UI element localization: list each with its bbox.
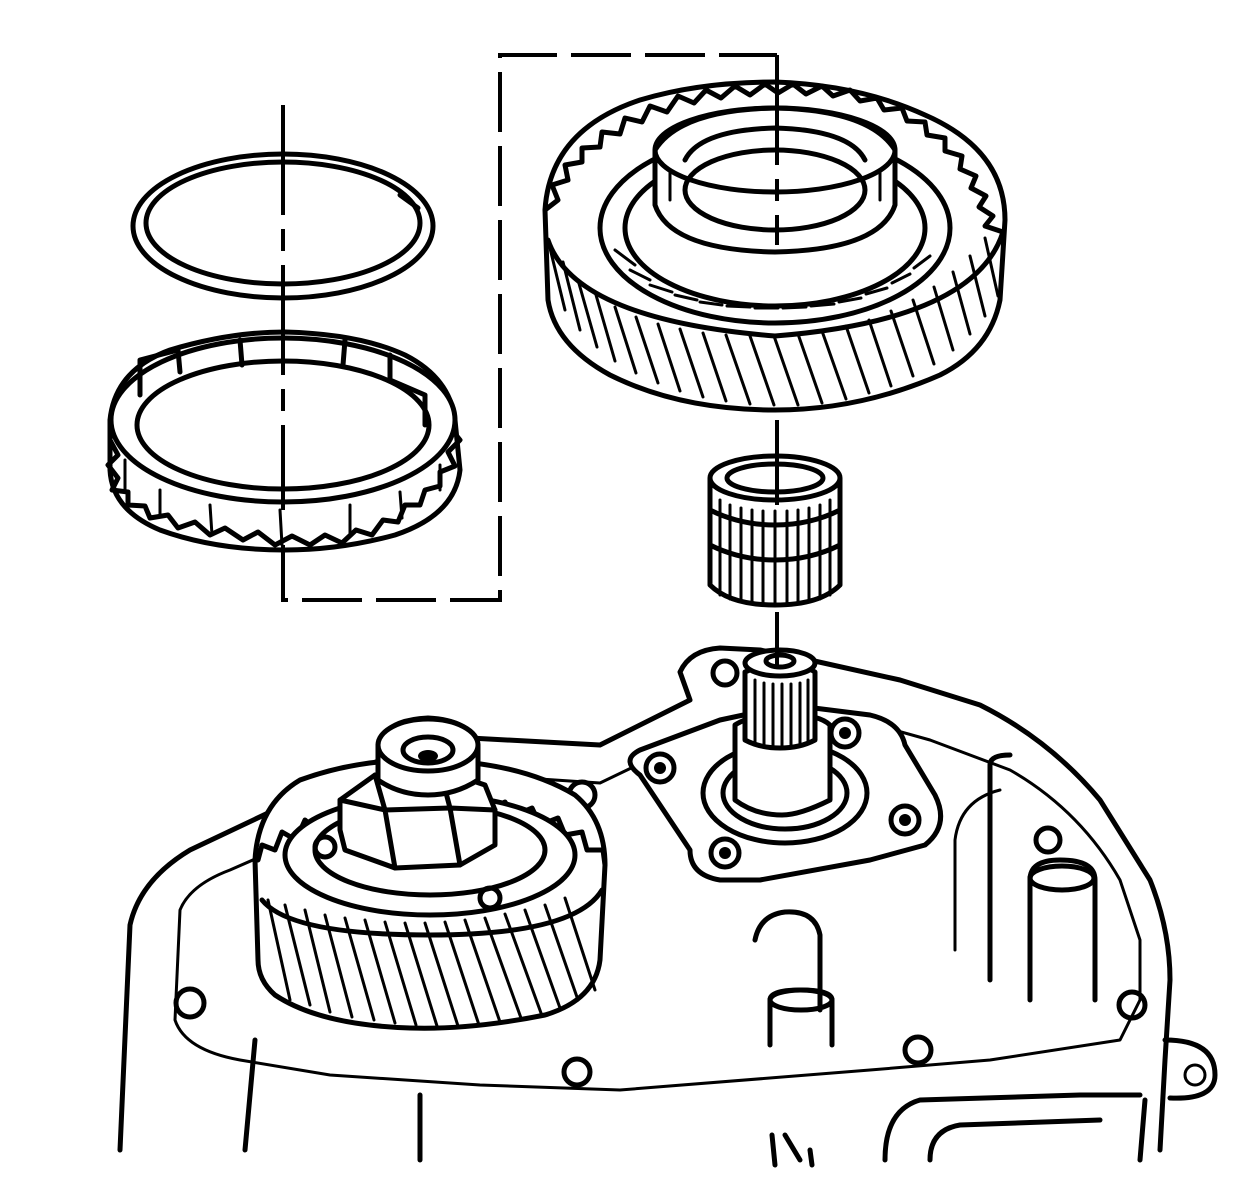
assembly-center-lines — [281, 55, 779, 665]
bolt-hole — [1116, 989, 1148, 1021]
assembly-bracket — [281, 53, 777, 602]
mainshaft — [732, 647, 833, 818]
bolt-hole — [173, 986, 207, 1020]
bolt-hole — [561, 1056, 593, 1088]
countershaft-gear — [252, 715, 608, 1031]
bolt-hole — [902, 1034, 934, 1066]
cut-edge-detail — [769, 1132, 815, 1168]
bolt-hole — [710, 658, 740, 688]
bolt-hole — [1033, 825, 1063, 855]
